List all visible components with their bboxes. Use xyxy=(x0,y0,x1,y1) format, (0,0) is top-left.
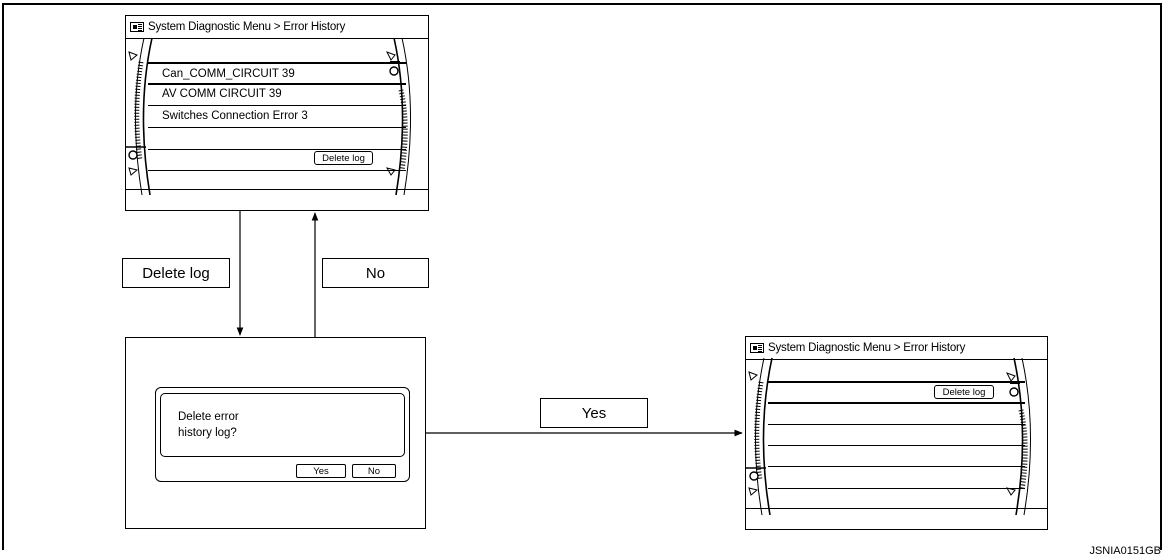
delete-log-button[interactable]: Delete log xyxy=(934,385,994,399)
list-item[interactable]: Can_COMM_CIRCUIT 39 xyxy=(162,63,295,85)
list-divider xyxy=(148,127,406,128)
dialog-message-line: history log? xyxy=(178,427,237,439)
list-item[interactable]: AV COMM CIRCUIT 39 xyxy=(162,83,282,105)
list-divider xyxy=(768,488,1025,489)
figure-id: JSNIA0151GB xyxy=(1089,545,1161,557)
screen-title-bar: System Diagnostic Menu > Error History xyxy=(746,337,1047,360)
list-divider xyxy=(768,424,1025,425)
flow-label-yes: Yes xyxy=(540,398,648,428)
list-divider xyxy=(768,466,1025,467)
screen-error-history-cleared: System Diagnostic Menu > Error History D… xyxy=(745,336,1048,530)
dialog-message: Delete error history log? xyxy=(178,409,239,441)
screen-error-history: System Diagnostic Menu > Error History C… xyxy=(125,15,429,211)
scroll-wheel-right xyxy=(385,37,412,196)
screen-confirm-dialog: Delete error history log? Yes No xyxy=(125,337,426,529)
list-divider xyxy=(148,170,406,171)
screen-title-bar: System Diagnostic Menu > Error History xyxy=(126,16,428,39)
screen-footer xyxy=(746,508,1047,529)
menu-screen-icon xyxy=(750,343,764,353)
list-item-label: Can_COMM_CIRCUIT 39 xyxy=(162,68,295,80)
screen-footer xyxy=(126,189,428,210)
screen-title: System Diagnostic Menu > Error History xyxy=(148,21,346,33)
selection-rule-bottom xyxy=(148,83,406,85)
menu-screen-icon xyxy=(130,22,144,32)
list-divider xyxy=(768,445,1025,446)
flow-label-delete-log: Delete log xyxy=(122,258,230,288)
delete-log-button[interactable]: Delete log xyxy=(314,151,373,165)
yes-button[interactable]: Yes xyxy=(296,464,346,478)
scroll-wheel-left xyxy=(746,357,773,516)
selection-rule-top xyxy=(148,62,406,64)
screen-title: System Diagnostic Menu > Error History xyxy=(768,342,966,354)
list-divider xyxy=(148,105,406,106)
dialog-message-line: Delete error xyxy=(178,411,239,423)
scroll-wheel-right xyxy=(1005,357,1032,516)
selection-rule-bottom xyxy=(768,402,1025,404)
list-item-label: AV COMM CIRCUIT 39 xyxy=(162,88,282,100)
dialog-message-box xyxy=(160,393,405,457)
list-item-label: Switches Connection Error 3 xyxy=(162,110,308,122)
flow-label-no: No xyxy=(322,258,429,288)
scroll-wheel-left xyxy=(126,37,153,196)
diagram-frame xyxy=(2,3,1162,550)
no-button[interactable]: No xyxy=(352,464,396,478)
dialog-outer-frame xyxy=(155,387,410,482)
list-item[interactable]: Switches Connection Error 3 xyxy=(162,105,308,127)
list-divider xyxy=(148,149,406,150)
selection-rule-top xyxy=(768,381,1025,383)
